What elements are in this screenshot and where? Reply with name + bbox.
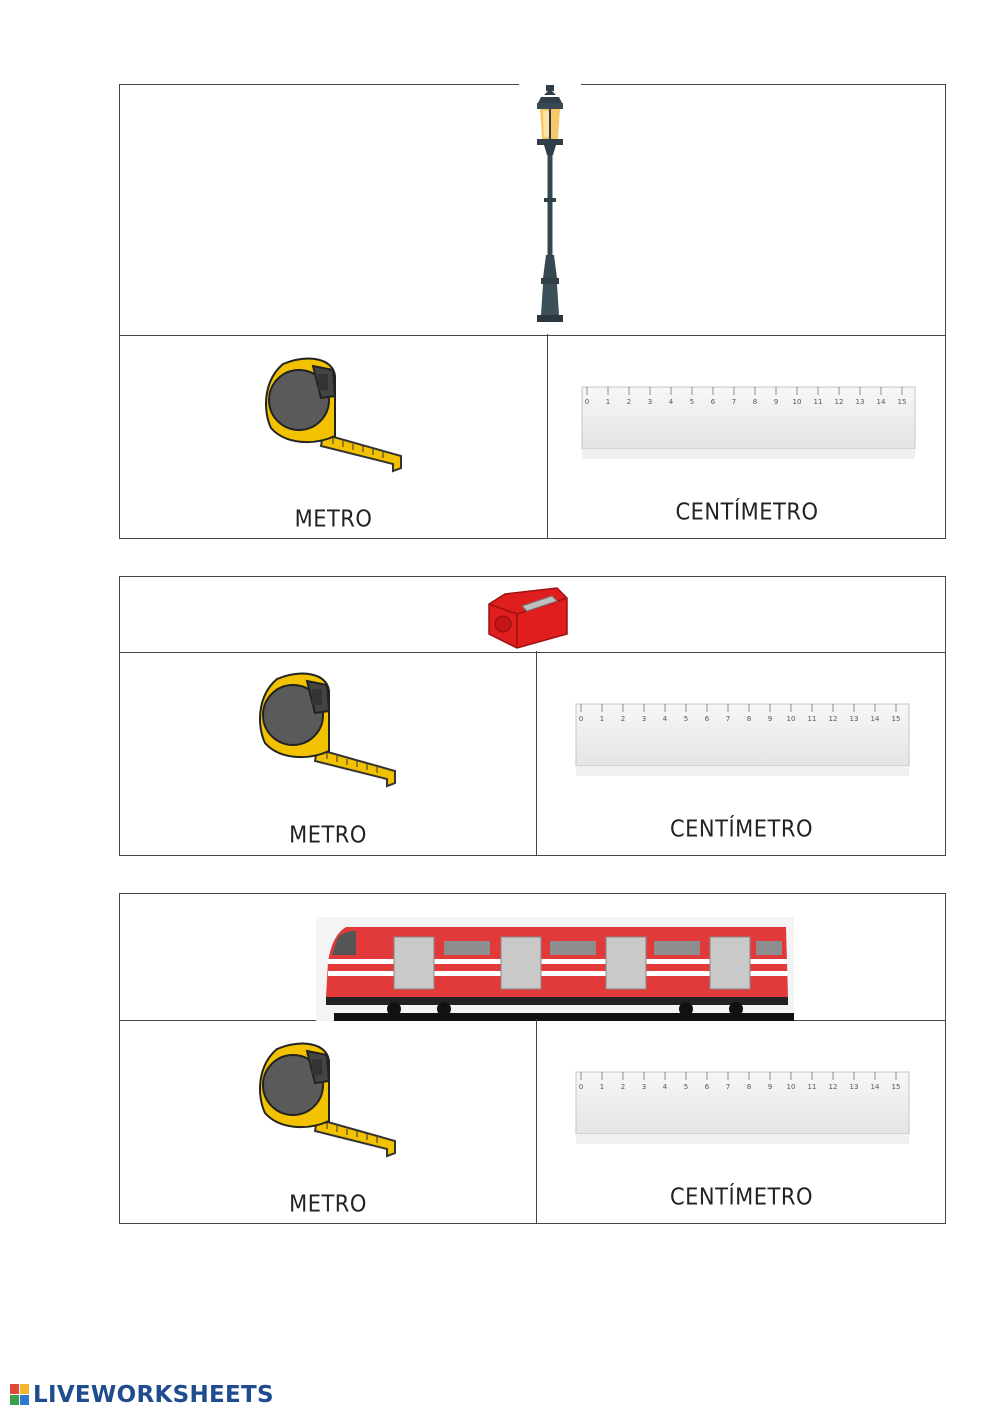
train-image [316, 917, 794, 1026]
svg-text:0: 0 [585, 398, 589, 406]
svg-text:0: 0 [579, 1083, 583, 1091]
svg-text:13: 13 [856, 398, 865, 406]
svg-text:15: 15 [892, 1083, 901, 1091]
svg-text:2: 2 [627, 398, 631, 406]
svg-text:11: 11 [814, 398, 823, 406]
svg-text:13: 13 [850, 1083, 859, 1091]
svg-text:12: 12 [829, 715, 838, 723]
svg-text:10: 10 [787, 1083, 796, 1091]
svg-text:1: 1 [600, 1083, 604, 1091]
option-label: METRO [289, 1191, 367, 1217]
option-label: CENTÍMETRO [670, 816, 813, 842]
svg-text:10: 10 [787, 715, 796, 723]
option-metro[interactable]: METRO [120, 1019, 536, 1223]
svg-text:5: 5 [684, 1083, 688, 1091]
svg-text:11: 11 [808, 1083, 817, 1091]
svg-text:11: 11 [808, 715, 817, 723]
svg-text:3: 3 [642, 715, 646, 723]
svg-text:14: 14 [877, 398, 886, 406]
svg-text:9: 9 [768, 1083, 772, 1091]
option-metro[interactable]: METRO [120, 651, 536, 855]
object-row [120, 894, 945, 1021]
svg-text:13: 13 [850, 715, 859, 723]
svg-text:14: 14 [871, 1083, 880, 1091]
svg-text:12: 12 [829, 1083, 838, 1091]
option-label: METRO [294, 506, 373, 532]
svg-text:8: 8 [747, 1083, 751, 1091]
svg-text:4: 4 [663, 715, 668, 723]
tape-measure-icon [257, 1041, 402, 1171]
svg-text:2: 2 [621, 1083, 625, 1091]
svg-text:8: 8 [747, 715, 751, 723]
object-row [120, 83, 945, 336]
option-label: CENTÍMETRO [670, 1184, 813, 1210]
option-label: METRO [289, 822, 367, 848]
svg-text:1: 1 [600, 715, 604, 723]
svg-text:1: 1 [606, 398, 610, 406]
svg-text:7: 7 [732, 398, 736, 406]
brand-name: LIVEWORKSHEETS [33, 1382, 274, 1408]
svg-text:8: 8 [753, 398, 757, 406]
svg-text:3: 3 [642, 1083, 646, 1091]
pencil-sharpener-image [487, 584, 571, 657]
tape-measure-icon [257, 671, 402, 801]
svg-text:7: 7 [726, 1083, 730, 1091]
svg-text:15: 15 [892, 715, 901, 723]
lamp-post-image [519, 83, 581, 327]
svg-text:15: 15 [898, 398, 907, 406]
svg-text:6: 6 [705, 1083, 710, 1091]
svg-text:7: 7 [726, 715, 730, 723]
brand-logo-icon [10, 1384, 29, 1405]
svg-text:5: 5 [690, 398, 694, 406]
svg-text:6: 6 [711, 398, 716, 406]
svg-text:5: 5 [684, 715, 688, 723]
svg-text:2: 2 [621, 715, 625, 723]
svg-text:14: 14 [871, 715, 880, 723]
liveworksheets-logo: LIVEWORKSHEETS [10, 1382, 274, 1408]
option-metro[interactable]: METRO [120, 334, 547, 538]
svg-text:9: 9 [774, 398, 778, 406]
tape-measure-icon [263, 356, 408, 486]
svg-text:9: 9 [768, 715, 772, 723]
svg-text:4: 4 [663, 1083, 668, 1091]
svg-text:4: 4 [669, 398, 674, 406]
svg-text:3: 3 [648, 398, 652, 406]
option-label: CENTÍMETRO [675, 499, 819, 525]
svg-text:10: 10 [793, 398, 802, 406]
object-row [120, 577, 945, 653]
svg-text:12: 12 [835, 398, 844, 406]
svg-text:0: 0 [579, 715, 583, 723]
svg-text:6: 6 [705, 715, 710, 723]
